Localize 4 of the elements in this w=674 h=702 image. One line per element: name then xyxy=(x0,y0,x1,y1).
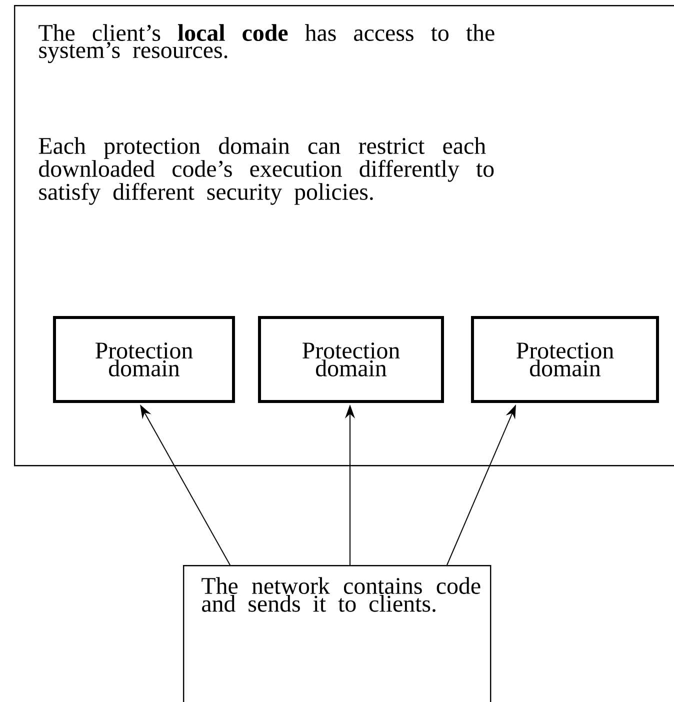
network-box: The network contains code and sends it to clients. xyxy=(183,565,492,702)
domain-box: Protection domain xyxy=(471,316,659,403)
domain-box: Protection domain xyxy=(53,316,235,403)
domain-box: Protection domain xyxy=(258,316,444,403)
